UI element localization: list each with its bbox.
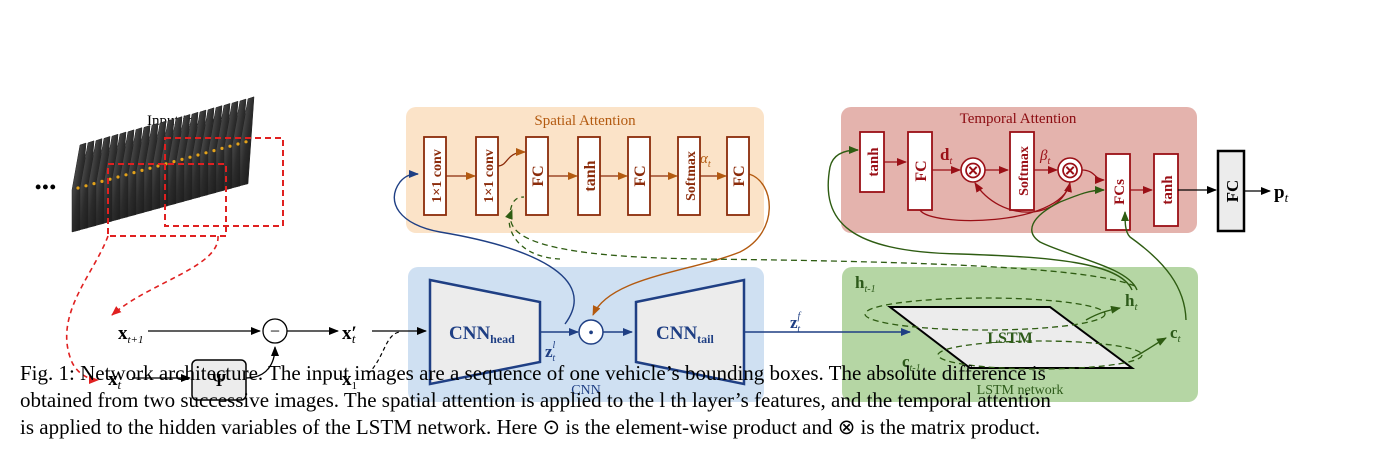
spatial-block-label: 1×1 conv — [430, 149, 445, 202]
h-out-label: ht — [1125, 291, 1138, 313]
image-highlight — [212, 149, 216, 153]
x-prime-label: x′t — [342, 323, 357, 346]
image-highlight — [84, 184, 88, 188]
temporal-fcs-label: FCs — [1112, 179, 1128, 205]
spatial-block-label: FC — [632, 165, 649, 186]
red-dashed-to-xt1 — [111, 235, 219, 316]
red-dashed-to-xt — [65, 235, 109, 384]
lstm-title: LSTM network — [977, 383, 1064, 398]
image-highlight — [244, 140, 248, 144]
temporal-softmax — [1009, 131, 1035, 211]
temporal-attention-blocks: tanh FC dt ⊗ Softmax βt ⊗ FCs tanh — [859, 131, 1217, 231]
spatial-block-label: 1×1 conv — [482, 149, 497, 202]
image-highlight — [156, 164, 160, 168]
image-highlight — [100, 179, 104, 183]
lstm-cell-label: LSTM — [987, 330, 1032, 347]
arrow-lstm-to-h — [1085, 305, 1121, 321]
p-t-label: pt — [1274, 182, 1289, 205]
dashed-x1-to-cnn — [367, 331, 401, 375]
temporal-softmax-label: Softmax — [1017, 146, 1032, 196]
arrow-lstm-to-c — [1131, 337, 1167, 359]
image-highlight — [228, 144, 232, 148]
arrow-c-to-fcs — [1121, 211, 1187, 321]
image-highlight — [116, 175, 120, 179]
input-ellipsis: ••• — [35, 177, 57, 197]
spatial-attention-blocks: 1×1 conv 1×1 conv FC tanh FC Softmax FC — [423, 136, 750, 260]
spatial-attention-title: Spatial Attention — [534, 113, 636, 129]
psi-symbol: Ψ — [212, 370, 226, 390]
temporal-tanh-2-label: tanh — [1160, 175, 1176, 205]
d-t-label: dt — [940, 145, 952, 167]
caption-line-3: is applied to the hidden variables of th… — [20, 415, 1041, 439]
temporal-link-otimes-fcs — [1081, 169, 1105, 184]
spatial-block-label: Softmax — [684, 151, 699, 201]
image-highlight — [196, 153, 200, 157]
temporal-otimes-2-symbol: ⊗ — [1060, 158, 1080, 184]
image-highlight — [204, 151, 208, 155]
cnn-head-block — [428, 278, 542, 386]
arrow-h-to-tanh — [827, 146, 1133, 291]
arrow-spatial-to-odot — [592, 173, 770, 316]
x-t-plus-1-label: xt+1 — [118, 323, 143, 346]
temporal-fc-1-label: FC — [913, 160, 930, 181]
lstm-dashed-loop-top — [864, 297, 1106, 331]
cnn-tail-block — [634, 278, 746, 386]
x-one-label: x1 — [342, 369, 357, 392]
selection-box-front — [107, 163, 227, 237]
arrow-lstm-to-spatial-fc — [505, 209, 1136, 287]
beta-label: βt — [1039, 148, 1050, 167]
image-highlight — [180, 157, 184, 161]
cnn-tail-label: CNNtail — [656, 323, 715, 346]
lstm-dashed-loop-bottom — [937, 340, 1143, 370]
x-t-label: xt — [108, 369, 122, 392]
c-prev-label: ct-1 — [902, 352, 921, 374]
caption-line-2: obtained from two successive images. The… — [20, 388, 1051, 412]
image-highlight — [140, 168, 144, 172]
output-fc-label: FC — [1223, 180, 1242, 203]
image-highlight — [148, 166, 152, 170]
temporal-feedback-2 — [919, 182, 1072, 222]
image-highlight — [124, 173, 128, 177]
cnn-title: CNN — [571, 383, 601, 398]
image-highlight — [76, 186, 80, 190]
cnn-head-label: CNNhead — [449, 323, 515, 346]
selection-box-top — [164, 137, 284, 227]
image-highlight — [188, 155, 192, 159]
temporal-tanh-1-label: tanh — [866, 147, 882, 177]
image-highlight — [220, 146, 224, 150]
figure-caption: Fig. 1: Network architecture. The input … — [20, 360, 1310, 441]
spatial-block — [726, 136, 750, 216]
odot-symbol: • — [588, 325, 594, 342]
arrow-h-to-fcs — [1031, 186, 1138, 291]
spatial-dashed-input — [508, 196, 561, 260]
lstm-cell — [887, 306, 1136, 369]
image-highlight — [108, 177, 112, 181]
temporal-otimes-1-symbol: ⊗ — [963, 158, 983, 184]
spatial-link — [497, 148, 526, 167]
h-prev-label: ht-1 — [855, 273, 876, 295]
arrow-cnnhead-to-spatial — [393, 170, 575, 325]
psi-box — [191, 359, 247, 401]
minus-symbol: − — [270, 321, 280, 341]
temporal-fc-1 — [907, 131, 933, 211]
alpha-label: αt — [700, 151, 711, 170]
spatial-block-label: FC — [530, 165, 547, 186]
spatial-block-label: FC — [731, 165, 748, 186]
arrow-psi-to-minus — [245, 346, 279, 379]
image-highlight — [172, 160, 176, 164]
spatial-block — [475, 136, 499, 216]
image-highlight — [132, 171, 136, 175]
caption-line-1: Fig. 1: Network architecture. The input … — [20, 361, 1046, 385]
spatial-block-label: tanh — [582, 160, 599, 191]
image-highlight — [236, 142, 240, 146]
image-highlight — [92, 182, 96, 186]
temporal-attention-title: Temporal Attention — [960, 111, 1077, 127]
c-out-label: ct — [1170, 323, 1182, 345]
